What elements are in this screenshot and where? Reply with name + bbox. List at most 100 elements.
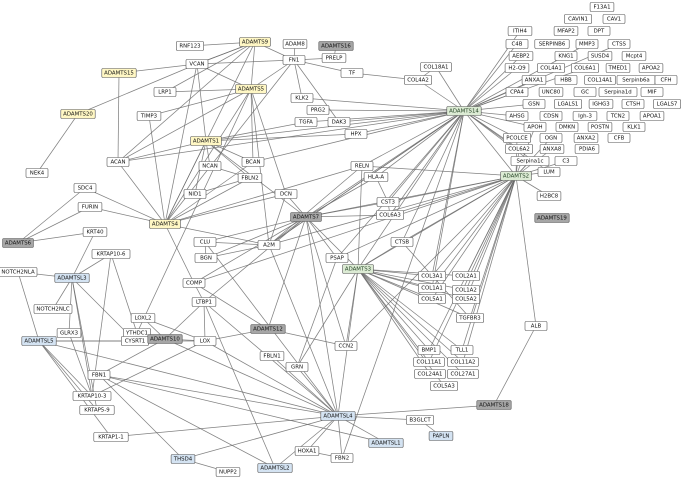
node-serpina1c[interactable]: Serpina1c [510,156,550,166]
node-timp3[interactable]: TIMP3 [136,111,162,121]
node-h2q9[interactable]: H2-Q9 [504,63,530,73]
node-col1a2[interactable]: COL1A2 [452,285,480,295]
node-papln[interactable]: PAPLN [428,431,454,441]
node-loxl2[interactable]: LOXL2 [130,313,156,323]
node-ctsh[interactable]: CTSH [621,99,645,109]
node-adamtsl3[interactable]: ADAMTSL3 [54,273,90,283]
node-c3[interactable]: C3 [554,156,578,166]
node-fbn2[interactable]: FBN2 [330,453,354,463]
node-rnf123[interactable]: RNF123 [176,41,204,51]
node-col18a1[interactable]: COL18A1 [420,62,452,72]
node-gc[interactable]: GC [573,87,597,97]
node-col5a2[interactable]: COL5A2 [452,294,480,304]
node-adamts16[interactable]: ADAMTS16 [318,41,354,51]
node-adamts9[interactable]: ADAMTS9 [239,37,271,47]
node-fbn1[interactable]: FBN1 [87,370,111,380]
node-ltbp1[interactable]: LTBP1 [191,297,217,307]
node-adamts10[interactable]: ADAMTS10 [147,334,183,344]
node-aebp2[interactable]: AEBP2 [508,51,534,61]
node-nupp2[interactable]: NUPP2 [215,467,241,477]
node-hlaa[interactable]: HLA-A [363,172,389,182]
node-thsd4[interactable]: THSD4 [170,454,196,464]
node-psap[interactable]: PSAP [325,253,349,263]
node-pdia6[interactable]: PDIA6 [574,144,600,154]
node-tgfa[interactable]: TGFA [294,117,318,127]
node-cpa4[interactable]: CPA4 [505,87,529,97]
node-col6a1[interactable]: COL6A1 [571,63,600,73]
node-clu[interactable]: CLU [193,237,217,247]
node-ctsb[interactable]: CTSB [390,237,414,247]
node-adamts5[interactable]: ADAMTS5 [235,84,267,94]
node-adamts4[interactable]: ADAMTS4 [149,219,181,229]
node-serpinb6a[interactable]: Serpinb6a [616,75,656,85]
node-ogn[interactable]: OGN [539,133,563,143]
node-lgals7[interactable]: LGALS7 [653,99,682,109]
node-adamts18[interactable]: ADAMTS18 [476,400,512,410]
node-adamts6[interactable]: ADAMTS6 [2,238,34,248]
node-klk1[interactable]: KLK1 [622,122,646,132]
node-col3a1[interactable]: COL3A1 [418,271,446,281]
node-tgfbr3[interactable]: TGFBR3 [456,313,484,323]
node-reln[interactable]: RELN [350,161,374,171]
node-adamts19[interactable]: ADAMTS19 [534,213,570,223]
node-hoxa1[interactable]: HOXA1 [294,446,320,456]
node-postn[interactable]: POSTN [587,122,613,132]
node-dcn[interactable]: DCN [274,189,298,199]
node-adamts7[interactable]: ADAMTS7 [290,212,322,222]
node-fbln1[interactable]: FBLN1 [259,351,285,361]
node-adamts2[interactable]: ADAMTS2 [500,171,532,181]
node-cysrt1[interactable]: CYSRT1 [121,336,149,346]
node-nid1[interactable]: NID1 [183,189,207,199]
node-prelp[interactable]: PRELP [321,53,347,63]
node-col5a3[interactable]: COL5A3 [430,381,458,391]
node-col6a3[interactable]: COL6A3 [376,210,404,220]
node-krtap1_1[interactable]: KRTAP1-1 [93,432,129,442]
node-col6a2[interactable]: COL6A2 [505,144,533,154]
node-krtap10_6[interactable]: KRTAP10-6 [91,249,131,259]
node-nek4[interactable]: NEK4 [25,168,49,178]
node-adamtsl2[interactable]: ADAMTSL2 [257,463,293,473]
node-cavin1[interactable]: CAVIN1 [564,14,593,24]
node-tcn2[interactable]: TCN2 [606,111,630,121]
node-adamts3[interactable]: ADAMTS3 [342,264,374,274]
node-ighg3[interactable]: IGHG3 [588,99,614,109]
node-adamts12[interactable]: ADAMTS12 [250,324,286,334]
node-col14a1[interactable]: COL14A1 [584,75,616,85]
node-b3glct[interactable]: B3GLCT [406,415,434,425]
node-ccn2[interactable]: CCN2 [334,341,358,351]
node-col24a1[interactable]: COL24A1 [414,369,446,379]
node-kng1[interactable]: KNG1 [554,51,578,61]
node-ythdc1[interactable]: YTHDC1 [123,328,151,338]
node-serpinb6[interactable]: SERPINB6 [534,39,570,49]
node-mcpt4[interactable]: Mcpt4 [621,51,647,61]
node-lum[interactable]: LUM [537,167,561,177]
node-cav1[interactable]: CAV1 [602,14,626,24]
node-hpx[interactable]: HPX [344,129,368,139]
node-krt40[interactable]: KRT40 [82,227,108,237]
node-cfh[interactable]: CFH [654,75,678,85]
node-sdc4[interactable]: SDC4 [73,183,97,193]
node-col4a1[interactable]: COL4A1 [537,63,566,73]
node-prg2[interactable]: PRG2 [306,105,330,115]
node-serpina1d[interactable]: Serpina1d [598,87,638,97]
node-pcolce[interactable]: PCOLCE [503,133,531,143]
node-mmp3[interactable]: MMP3 [575,39,599,49]
node-comp[interactable]: COMP [182,278,206,288]
node-adamts15[interactable]: ADAMTS15 [101,68,137,78]
node-apoa2[interactable]: APOA2 [638,63,664,73]
node-adamtsl4[interactable]: ADAMTSL4 [320,411,356,421]
node-h2bc8[interactable]: H2BC8 [536,191,562,201]
node-col11a2[interactable]: COL11A2 [447,357,479,367]
node-tf[interactable]: TF [340,68,364,78]
node-anxa8[interactable]: ANXA8 [539,144,565,154]
node-ahsg[interactable]: AHSG [505,111,529,121]
node-adamtsl5[interactable]: ADAMTSL5 [21,336,57,346]
node-adamts20[interactable]: ADAMTS20 [60,109,96,119]
node-adamts1[interactable]: ADAMTS1 [190,136,222,146]
node-bgn[interactable]: BGN [194,253,218,263]
node-ncan[interactable]: NCAN [198,161,222,171]
node-unc80[interactable]: UNC80 [538,87,564,97]
node-vcan[interactable]: VCAN [185,59,209,69]
node-ctss[interactable]: CTSS [607,39,631,49]
node-dpt[interactable]: DPT [587,26,611,36]
